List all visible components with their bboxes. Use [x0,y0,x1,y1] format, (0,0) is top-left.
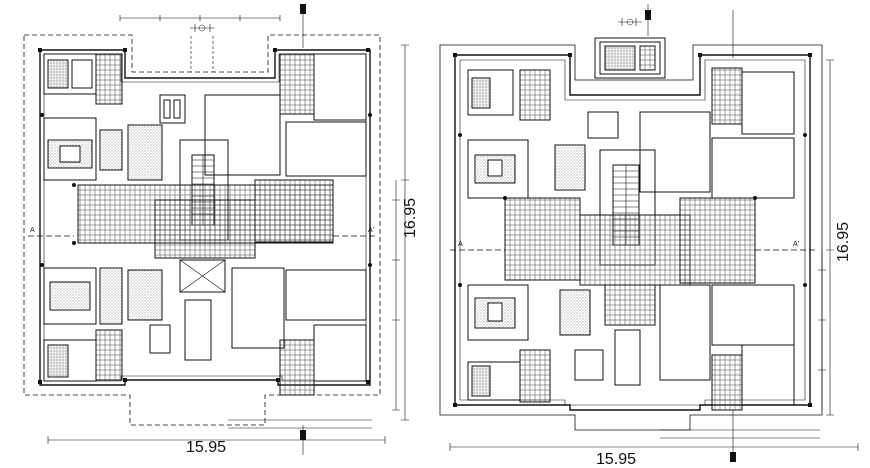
bedroom-bottom-left [43,267,97,325]
bedroom-bottom-right [711,284,795,346]
bedroom-bottom-right [285,269,367,321]
plot-boundary [23,34,381,426]
lift [179,259,226,293]
bedroom-top-right [313,53,367,121]
wardrobe-l2 [99,129,123,171]
bedroom-top-right [741,71,795,135]
bedroom-right-2 [285,121,367,177]
left-section-mark-a-prime: A' [368,227,374,234]
right-overall-depth-label: 16.95 [835,222,852,262]
bedroom-left-2 [467,139,529,199]
living-bottom [659,284,711,381]
site-key-box [594,37,666,79]
bath-top-left [95,53,123,105]
bath-bottom-left [95,329,123,381]
right-section-mark-a-prime: A' [793,241,799,248]
bath-top-left [519,69,551,121]
bath-bottom-left [519,349,551,403]
right-section-mark-a: A [458,241,463,248]
living-top [639,111,711,193]
right-overall-width-label: 15.95 [596,451,636,468]
bedroom-left-2 [43,117,97,181]
right-floor-plan [439,4,859,462]
bedroom-right-2 [711,137,795,199]
living-top [204,94,281,176]
left-section-mark-a: A [30,227,35,234]
corridor-tiled [504,197,581,281]
outer-walls [39,49,371,386]
bath-top-right [711,67,743,125]
bath-bottom-right [279,339,315,396]
left-overall-depth-label: 16.95 [402,198,419,238]
bedroom-bottom-right-2 [313,324,367,382]
left-overall-width-label: 15.95 [186,439,226,456]
left-floor-plan [23,4,409,455]
bedroom-bottom-left [467,284,529,341]
bedroom-bottom-right-2 [741,344,795,406]
bath-top-right [279,53,315,115]
plot-boundary [439,44,823,431]
living-bottom [231,267,285,349]
bedroom-top-left [467,69,514,116]
bath-bottom-right [711,354,743,411]
